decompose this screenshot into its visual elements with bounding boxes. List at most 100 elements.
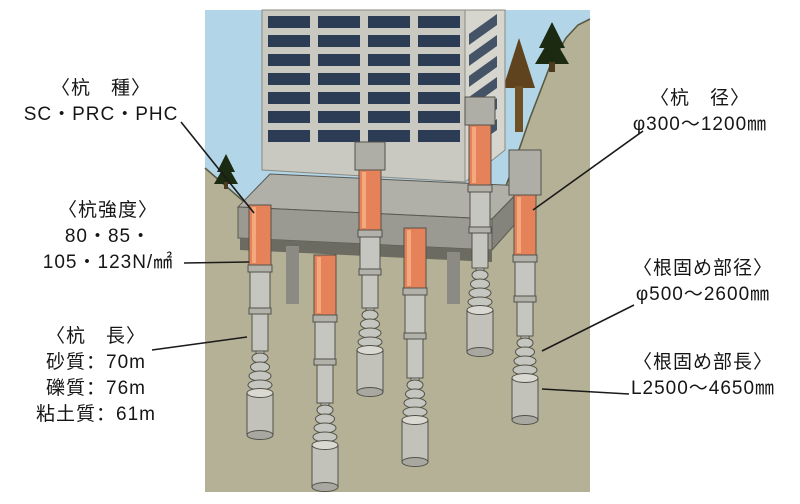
root-diameter-heading: 〈根固め部径〉 [632,258,773,279]
root-bulb-top [466,305,494,315]
pile-strength-heading: 〈杭強度〉 [57,200,158,221]
root-length-heading: 〈根固め部長〉 [632,352,773,373]
leader-root-diameter [541,304,635,352]
pile-type-value: SC・PRC・PHC [23,104,179,125]
pile-highlight [517,197,521,253]
pile-length-line1: 砂質：70m [46,352,146,373]
pile-highlight [472,127,476,183]
pile-joint [467,184,493,193]
pile [508,149,542,425]
building-window [318,54,360,66]
building-window [268,54,310,66]
building-window [268,92,310,104]
pile-length-line2: 礫質：76m [46,378,146,399]
pile [464,96,496,357]
pile-joint [513,295,537,303]
pile-strength-line1: 80・85・ [64,226,152,247]
leader-pile-length [151,336,248,351]
leader-root-length [541,388,630,395]
pile-length-line3: 粘土質：61m [36,404,156,425]
building-window [418,130,460,142]
building-window [418,35,460,47]
pile-cap-block [464,96,496,126]
root-bulb-top [311,440,339,450]
pile-diameter-annotation: 〈杭 径〉 φ300〜1200㎜ [606,86,794,138]
pile-cap-block [508,149,542,196]
pile [401,227,429,467]
pile-joint [358,268,382,276]
root-bulb-cylinder [511,377,539,421]
pile-length-annotation: 〈杭 長〉 砂質：70m 礫質：76m 粘土質：61m [12,324,180,428]
root-bulb-top [511,373,539,383]
building-window [368,54,410,66]
pile-shaft-segment [249,271,271,309]
pile [354,141,386,397]
building-window [268,130,310,142]
building-window [318,92,360,104]
shaded-back-pile [286,246,299,304]
pile-highlight [407,230,411,286]
pile-shaft-segment [469,191,491,228]
pile-strength-annotation: 〈杭強度〉 80・85・ 105・123N/㎟ [20,198,196,276]
pile-joint [313,358,337,366]
building-windows [268,14,497,150]
root-bulb-bottom [511,415,539,425]
piles [246,96,542,492]
building-window [368,73,410,85]
building-window [268,73,310,85]
pile-diameter-value: φ300〜1200㎜ [632,114,768,135]
pile-highlight [252,207,256,263]
tree-icon [503,38,535,132]
root-bulb-cylinder [246,392,274,436]
leader-pile-diameter [532,130,644,211]
trees [214,22,569,189]
building-window [368,92,410,104]
pile-highlight [317,257,321,313]
root-bulb-bottom [466,347,494,357]
root-bulb-bottom [356,387,384,397]
leader-pile-type [180,121,255,214]
leader-pile-strength [183,261,250,264]
building-window [368,16,410,28]
pile-shaft-segment [404,294,426,334]
root-bulb-top [356,345,384,355]
building-window [418,54,460,66]
building [261,9,506,184]
pile-highlight [362,172,366,228]
leader-lines [151,121,644,395]
pile-joint [247,264,273,273]
pile-strength-line2: 105・123N/㎟ [42,252,174,273]
pile-cap-block [354,141,386,171]
pile-length-heading: 〈杭 長〉 [45,326,146,347]
pile-shaft-segment [251,313,269,352]
pile-shaft-segment [514,261,536,297]
building-window [418,111,460,123]
pile-joint [357,229,383,238]
building-side-window [469,56,497,87]
building-window [368,130,410,142]
root-bulb-top [401,415,429,425]
pile-shaft-segment [406,338,424,379]
building-window [368,35,410,47]
root-bulb-cylinder [356,349,384,393]
pile [311,254,339,492]
building-window [268,111,310,123]
tree-icon [214,154,238,189]
root-bulb-bottom [311,482,339,492]
pile-shaft-segment [359,236,381,270]
pile-joint [403,332,427,340]
root-bulb-top [246,388,274,398]
building-window [268,35,310,47]
root-diameter-annotation: 〈根固め部径〉 φ500〜2600㎜ [610,256,796,308]
pile-shaft-segment [361,274,379,309]
root-bulb-bottom [246,430,274,440]
pile-type-heading: 〈杭 種〉 [50,78,151,99]
root-bulb-cylinder [401,419,429,463]
root-bulb-cylinder [466,309,494,353]
building-side-window [469,35,497,66]
pile-joint [312,314,338,323]
pile-joint [402,287,428,296]
root-diameter-value: φ500〜2600㎜ [635,284,771,305]
